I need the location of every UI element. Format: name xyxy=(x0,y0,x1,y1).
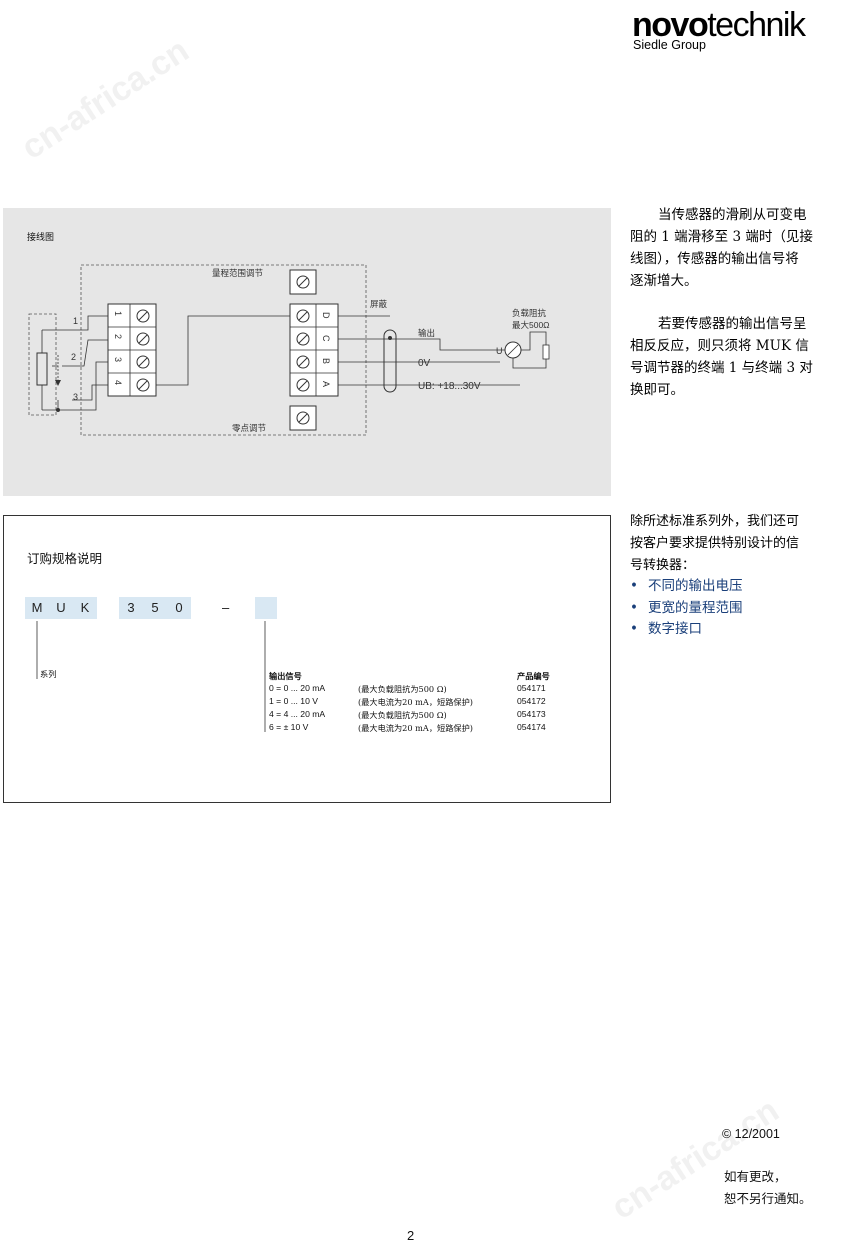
code-cell: K xyxy=(73,597,97,619)
left-terminal-label: 1 xyxy=(113,311,123,316)
screw-icon xyxy=(296,309,310,392)
right-terminal-label: A xyxy=(321,381,331,387)
pot-pin-label: 1 xyxy=(73,316,78,326)
diagram-title: 接线图 xyxy=(27,233,55,243)
supply-label: UB: +18...30V xyxy=(418,381,481,392)
code-cell: 5 xyxy=(143,597,167,619)
output-label: 输出 xyxy=(418,328,435,338)
list-item: •更宽的量程范围 xyxy=(630,599,743,616)
screw-icon xyxy=(296,411,310,425)
output-code-cell xyxy=(255,597,277,619)
table-row: 6 = ± 10 V (最大电流为20 mA，短路保护) 054174 xyxy=(269,722,546,733)
zero-adjust-label: 零点调节 xyxy=(232,423,267,433)
copyright: © 12/2001 xyxy=(722,1127,780,1141)
wiring-diagram: 1 2 3 1 2 3 4 量程范围调节 D C B A xyxy=(28,264,550,436)
table-row: 4 = 4 ... 20 mA (最大负载阻抗为500 Ω) 054173 xyxy=(269,709,546,720)
code-cell: 0 xyxy=(167,597,191,619)
right-terminal-label: C xyxy=(321,335,331,342)
brand-logo: novotechnik xyxy=(632,6,806,44)
right-terminal-label: B xyxy=(321,358,331,364)
left-terminal-label: 4 xyxy=(113,380,123,385)
list-item: •数字接口 xyxy=(630,621,702,637)
output-signal-header: 输出信号 xyxy=(269,671,302,681)
page-number: 2 xyxy=(407,1228,415,1243)
pot-pin-label: 2 xyxy=(71,352,76,362)
output-table: 0 = 0 ... 20 mA (最大负载阻抗为500 Ω) 054171 1 … xyxy=(269,683,589,735)
table-row: 1 = 0 ... 10 V (最大电流为20 mA，短路保护) 054172 xyxy=(269,696,546,707)
series-label: 系列 xyxy=(40,669,57,679)
special-intro: 除所述标准系列外，我们还可 按客户要求提供特别设计的信 号转换器： xyxy=(630,514,800,573)
code-dash: – xyxy=(222,600,230,615)
load-label: 最大500Ω xyxy=(512,320,550,330)
voltmeter-label: U xyxy=(496,346,503,356)
shield-label: 屏蔽 xyxy=(370,299,388,309)
special-list: •不同的输出电压 •更宽的量程范围 •数字接口 xyxy=(630,576,743,641)
zero-volt-label: 0V xyxy=(418,358,431,369)
code-cell: 3 xyxy=(119,597,143,619)
description-paragraph-1: 当传感器的滑刷从可变电 阻的 1 端滑移至 3 端时（见接 线图），传感器的输出… xyxy=(630,207,813,289)
code-cell: M xyxy=(25,597,49,619)
left-terminal-label: 2 xyxy=(113,334,123,339)
table-row: 0 = 0 ... 20 mA (最大负载阻抗为500 Ω) 054171 xyxy=(269,683,546,694)
code-cell: U xyxy=(49,597,73,619)
right-terminal-label: D xyxy=(321,312,331,319)
product-code-header: 产品编号 xyxy=(517,671,550,681)
change-notice: 如有更改， 恕不另行通知。 xyxy=(724,1169,812,1206)
list-item: •不同的输出电压 xyxy=(630,578,743,594)
range-adjust-label: 量程范围调节 xyxy=(212,268,264,278)
description-paragraph-2: 若要传感器的输出信号呈 相反反应，则只须将 MUK 信 号调节器的终端 1 与终… xyxy=(630,316,813,398)
cable-shield xyxy=(383,329,397,393)
screw-icon xyxy=(296,275,310,289)
ordering-spec-panel xyxy=(3,515,611,803)
load-label: 负载阻抗 xyxy=(512,308,547,318)
ordering-title: 订购规格说明 xyxy=(27,551,103,566)
pot-pin-label: 3 xyxy=(73,392,78,402)
screw-icon xyxy=(136,309,150,392)
load-resistor-icon xyxy=(542,344,550,360)
left-terminal-label: 3 xyxy=(113,357,123,362)
ordering-leader-lines xyxy=(36,621,266,732)
brand-subtitle: Siedle Group xyxy=(633,38,706,52)
